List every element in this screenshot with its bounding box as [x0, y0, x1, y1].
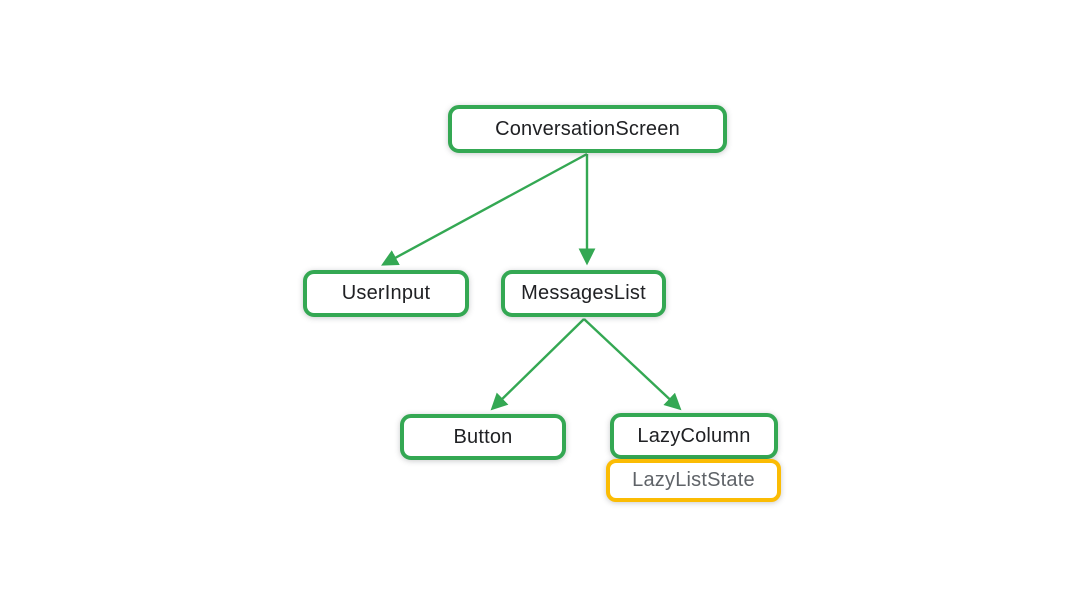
- node-user-input: UserInput: [303, 270, 469, 317]
- node-lazy-list-state: LazyListState: [606, 459, 781, 502]
- edge-messageslist-lazycolumn-arrow: [583, 318, 682, 411]
- node-messages-list-label: MessagesList: [521, 282, 646, 304]
- node-user-input-label: UserInput: [341, 282, 431, 304]
- node-lazy-list-state-label: LazyListState: [632, 469, 755, 491]
- node-lazy-column: LazyColumn: [610, 413, 778, 459]
- node-button-label: Button: [453, 425, 513, 448]
- edge-messageslist-button-arrow: [490, 318, 585, 411]
- edge-conversationscreen-userinput-arrow: [381, 152, 588, 266]
- node-button: Button: [400, 414, 566, 460]
- node-conversation-screen: ConversationScreen: [448, 105, 727, 153]
- node-messages-list: MessagesList: [501, 270, 666, 317]
- node-conversation-screen-label: ConversationScreen: [495, 117, 680, 140]
- node-lazy-column-label: LazyColumn: [637, 424, 751, 447]
